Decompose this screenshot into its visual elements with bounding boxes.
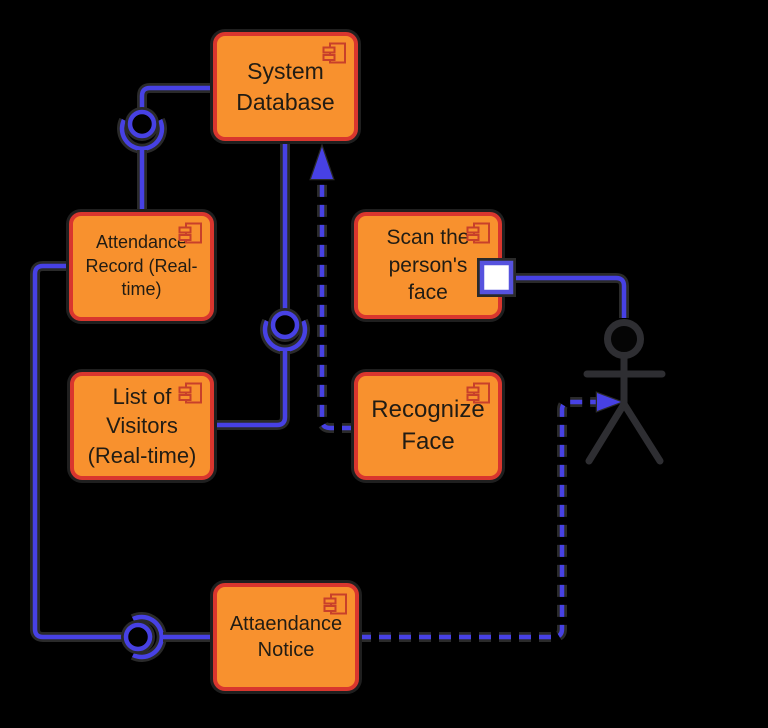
component-icon	[466, 382, 490, 404]
actor-figure[interactable]	[583, 319, 666, 465]
component-attendance-notice[interactable]: Attaendance Notice	[213, 583, 359, 691]
ball-socket-connector	[123, 622, 153, 652]
edge-scan-face-actor	[510, 273, 629, 318]
component-icon	[323, 593, 347, 615]
component-icon	[466, 222, 490, 244]
edge-systemdb-attendance-record	[117, 83, 214, 213]
component-recognize-face[interactable]: Recognize Face	[354, 372, 502, 480]
component-scan-face[interactable]: Scan the person's face	[354, 212, 502, 319]
edge-systemdb-list-of-visitors	[214, 141, 310, 430]
actor-head	[604, 319, 644, 359]
actor-right-leg	[620, 400, 664, 465]
ball-socket-connector	[270, 310, 300, 340]
component-icon	[322, 42, 346, 64]
arrowhead-right	[595, 391, 625, 413]
arrowhead-up	[309, 143, 335, 181]
component-label: Attaendance Notice	[229, 612, 343, 661]
actor-left-leg	[585, 400, 628, 465]
component-attendance-record[interactable]: Attendance Record (Real-time)	[69, 212, 214, 321]
component-icon	[178, 222, 202, 244]
component-list-of-visitors[interactable]: List of Visitors (Real-time)	[70, 372, 214, 480]
component-system-database[interactable]: System Database	[213, 32, 358, 141]
ball-socket-connector	[127, 109, 157, 139]
edge-recognize-face-systemdb	[309, 143, 354, 433]
component-icon	[178, 382, 202, 404]
